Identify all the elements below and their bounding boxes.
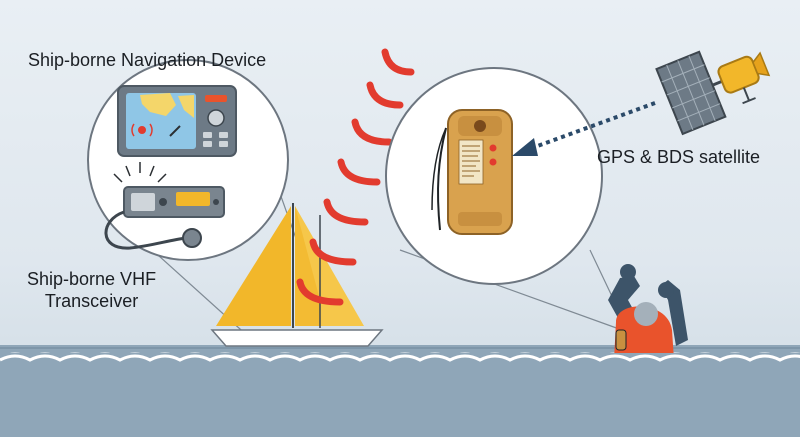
label-vhf-line-1: Ship-borne VHF xyxy=(27,269,157,289)
signal-arc xyxy=(337,158,381,186)
label-ship-borne-navigation-device: Ship-borne Navigation Device xyxy=(28,50,267,70)
personal-locator-beacon-icon xyxy=(431,109,513,235)
equipment-callout-circle xyxy=(87,59,289,261)
signal-arc xyxy=(381,48,415,76)
vhf-radio-icon xyxy=(104,162,225,250)
wave-line-foreground xyxy=(0,354,800,362)
signal-arc xyxy=(323,198,369,226)
beacon-callout-circle xyxy=(385,67,603,285)
label-gps-bds-satellite: GPS & BDS satellite xyxy=(597,147,761,167)
signal-arcs xyxy=(296,48,415,306)
signal-arc xyxy=(351,118,393,146)
satellite-icon xyxy=(655,50,771,136)
label-vhf-line-2: Transceiver xyxy=(44,291,139,311)
person-in-water-icon xyxy=(608,264,688,360)
label-ship-borne-vhf-transceiver: Ship-borne VHF Transceiver xyxy=(27,268,156,312)
chartplotter-icon xyxy=(117,85,237,157)
signal-arc xyxy=(309,238,357,266)
signal-arc xyxy=(366,81,404,109)
signal-arc xyxy=(296,278,344,306)
satellite-signal-arrow xyxy=(512,101,656,156)
